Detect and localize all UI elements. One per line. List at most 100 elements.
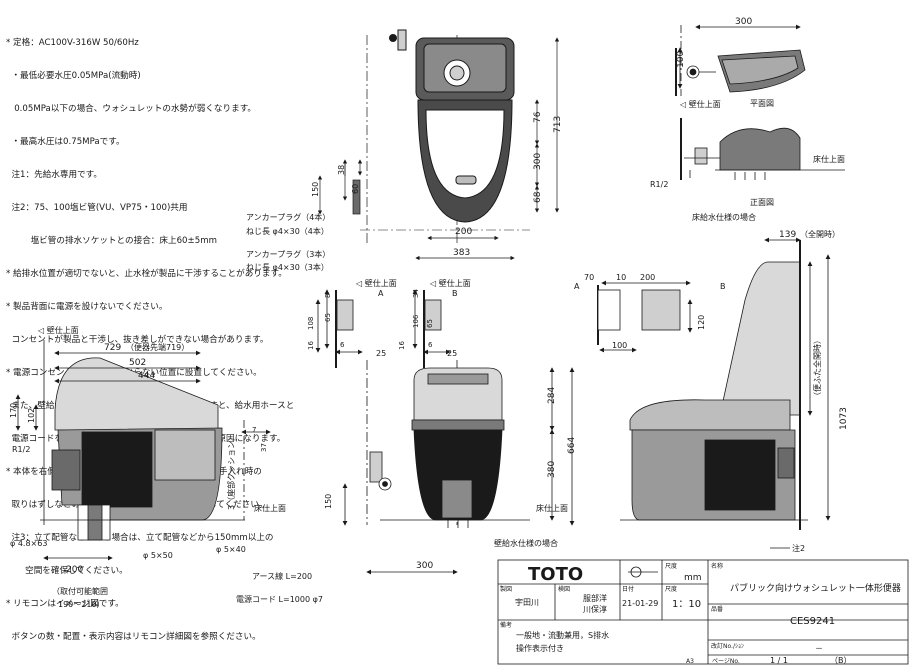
dim-7: 7 bbox=[252, 426, 256, 434]
dim-65b: 65 bbox=[426, 319, 434, 328]
note-line: 塩ビ管の排水ソケットとの接合：床上60±5mm bbox=[6, 236, 217, 246]
dim-37: 37 bbox=[260, 443, 268, 452]
dim-713: 713 bbox=[553, 116, 563, 133]
power-cord-label: 電源コード L=1000 φ7 bbox=[236, 595, 323, 604]
dim-76: 76 bbox=[533, 111, 543, 123]
dim-6: 6 bbox=[340, 341, 345, 349]
note-line: コンセントが製品と干渉し、抜き差しができない場合があります。 bbox=[6, 335, 269, 345]
page-mark: （B） bbox=[830, 656, 852, 665]
dim-60: 60 bbox=[351, 184, 360, 194]
dim-25: 25 bbox=[376, 349, 386, 358]
dim-120: 120 bbox=[697, 315, 706, 330]
unit-value: mm bbox=[684, 573, 702, 583]
plan-view-label: 平面図 bbox=[750, 99, 774, 108]
full-open-label: （全開時） bbox=[800, 229, 840, 239]
dim-150b: 150 bbox=[324, 494, 333, 509]
dim-1073: 1073 bbox=[839, 407, 849, 430]
r12-label-right: R1/2 bbox=[650, 180, 668, 189]
plan-view-dimensions bbox=[342, 37, 560, 261]
phi-label-1: φ 4.8×63 bbox=[10, 539, 47, 548]
wall-supply-label: 壁給水仕様の場合 bbox=[494, 538, 558, 548]
front-view-label: 正面図 bbox=[750, 198, 774, 207]
dim-729: 729 bbox=[104, 343, 121, 353]
dim-16b: 16 bbox=[398, 341, 406, 350]
dim-16: 16 bbox=[307, 341, 315, 350]
dim-25b: 25 bbox=[447, 349, 457, 358]
plan-view-toilet bbox=[360, 29, 530, 245]
product-name: パブリック向けウォシュレット一体形便器 bbox=[730, 582, 901, 594]
anchor-label-1: アンカープラグ（4本） bbox=[246, 212, 330, 222]
front-view-toilet bbox=[241, 360, 575, 575]
dim-300-bottom: 300 bbox=[416, 561, 433, 571]
a-mark: A bbox=[574, 282, 580, 291]
bracket-detail-a bbox=[315, 289, 451, 368]
r12-label-left: R1/2 bbox=[12, 445, 30, 454]
dim-10: 10 bbox=[616, 273, 626, 282]
note-line: 注2：75、100塩ビ管(VU、VP75・100)共用 bbox=[6, 203, 188, 213]
title-block bbox=[497, 559, 909, 665]
revision-value: － bbox=[815, 644, 823, 653]
wall-top-label-left: ◁ 壁仕上面 bbox=[37, 325, 79, 335]
date-header: 日付 bbox=[622, 585, 634, 593]
note-line: * 製品背面に電源を設けないでください。 bbox=[6, 302, 168, 312]
phi-label-3: φ 5×40 bbox=[216, 545, 246, 554]
note-line: 注1：先給水専用です。 bbox=[6, 170, 103, 180]
dim-502: 502 bbox=[129, 358, 146, 368]
dim-200: 200 bbox=[455, 227, 472, 237]
dim-300: 300 bbox=[533, 153, 543, 170]
revision-header: 改訂No./ｼｮﾝ bbox=[711, 642, 744, 650]
note-line: * 定格：AC100V-316W 50/60Hz bbox=[6, 38, 139, 48]
scale-value: 1：10 bbox=[672, 599, 701, 610]
toto-logo: TOTO bbox=[528, 564, 583, 585]
wall-a-label: A bbox=[378, 289, 384, 298]
dim-8: 8 bbox=[324, 294, 332, 298]
dim-150: 150 bbox=[311, 182, 320, 197]
dim-383: 383 bbox=[453, 248, 470, 258]
dim-70: 70 bbox=[584, 273, 594, 282]
wall-top-b-label: ◁ 壁仕上面 bbox=[429, 278, 471, 288]
wall-top-label: ◁ 壁仕上面 bbox=[679, 99, 721, 109]
dim-102: 102 bbox=[27, 408, 36, 423]
drawn-header: 製図 bbox=[500, 585, 512, 593]
scale-header: 尺度 bbox=[665, 562, 677, 570]
side-view-right bbox=[597, 237, 831, 549]
page-header: ページNo. bbox=[712, 658, 740, 665]
dim-100-right: 100 bbox=[612, 341, 627, 350]
floor-top-label-right: 床仕上面 bbox=[813, 154, 845, 164]
ground-wire-label: アース線 L=200 bbox=[252, 571, 312, 581]
b-mark: B bbox=[720, 282, 726, 291]
bowl-front-label: （便器先端719） bbox=[126, 342, 189, 352]
screw-label-1: ねじ長 φ4×30（4本） bbox=[246, 226, 329, 236]
dim-300-top: 300 bbox=[735, 17, 752, 27]
model-number: CES9241 bbox=[790, 616, 835, 627]
wall-top-a-label: ◁ 壁仕上面 bbox=[355, 278, 397, 288]
remark-header: 備考 bbox=[500, 621, 512, 629]
supply-detail bbox=[675, 24, 845, 180]
date-value: 21-01-29 bbox=[622, 599, 658, 608]
wall-b-label: B bbox=[452, 289, 458, 298]
dim-34: 34 bbox=[412, 289, 420, 298]
page-value: 1 / 1 bbox=[770, 656, 788, 665]
dim-200-right: 200 bbox=[640, 273, 655, 282]
scale-value-header: 尺度 bbox=[665, 585, 677, 593]
dim-444: 444 bbox=[138, 371, 155, 381]
dim-6b: 6 bbox=[428, 341, 433, 349]
range-label: （取付可能範囲 bbox=[52, 586, 108, 596]
remark-1: 一般地・流動兼用，S排水 bbox=[516, 630, 609, 640]
dim-170: 170 bbox=[9, 403, 18, 418]
note-line: * リモコンはイメージ図です。 bbox=[6, 599, 124, 609]
floor-supply-label: 床給水仕様の場合 bbox=[692, 212, 756, 222]
dim-65: 65 bbox=[324, 313, 332, 322]
note-line: ボタンの数・配置・表示内容はリモコン詳細図を参照ください。 bbox=[6, 632, 261, 642]
checked-by-2: 川保淳 bbox=[583, 604, 607, 614]
dim-200-left: 200 bbox=[66, 565, 83, 575]
note-line: ・最高水圧は0.75MPaです。 bbox=[6, 137, 125, 147]
note-line: 0.05MPa以下の場合、ウォシュレットの水勢が弱くなります。 bbox=[6, 104, 257, 114]
drawn-by: 宇田川 bbox=[515, 597, 539, 607]
phi-label-2: φ 5×50 bbox=[143, 551, 173, 560]
note-line: 空間を確保してください。 bbox=[6, 566, 128, 576]
side-view-left bbox=[15, 340, 245, 561]
floor-top-label-left: 床仕上面 bbox=[254, 503, 286, 513]
checked-by-1: 服部洋 bbox=[583, 593, 607, 603]
